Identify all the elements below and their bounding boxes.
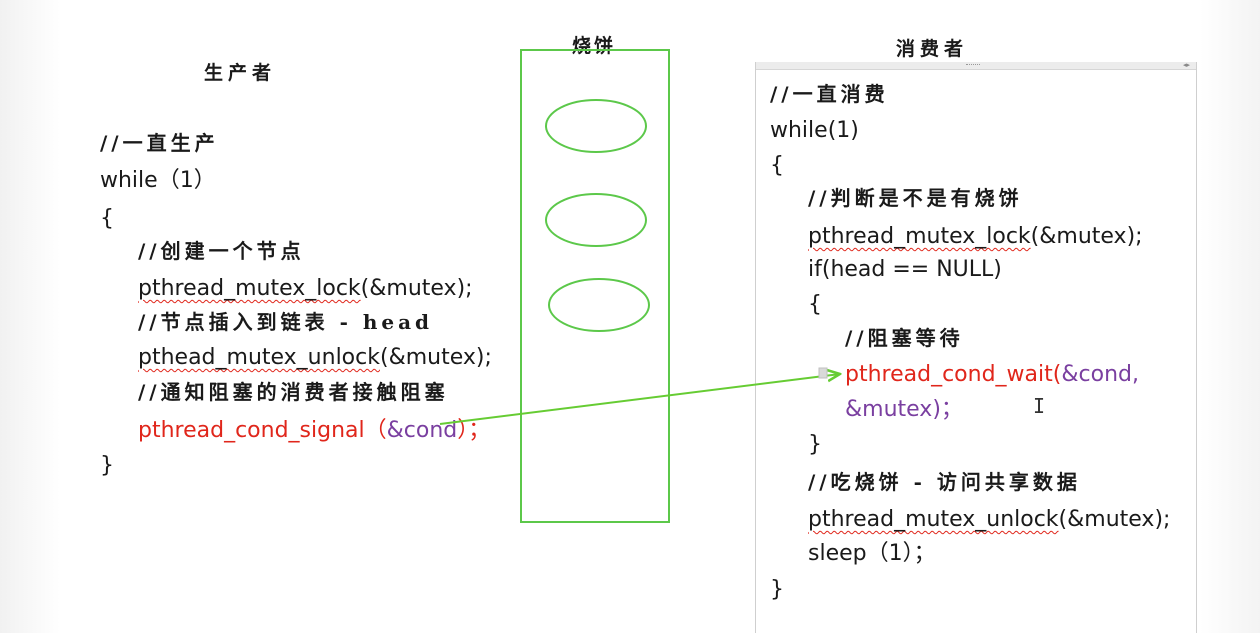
pancake-item xyxy=(548,278,650,332)
consumer-sleep: sleep（1）； xyxy=(808,541,936,566)
buffer-box xyxy=(520,49,670,523)
producer-cond-signal-paren: （ xyxy=(364,418,387,443)
consumer-mutex-lock: pthread_mutex_lock(&mutex); xyxy=(808,226,1143,248)
consumer-close-brace: } xyxy=(770,577,784,602)
consumer-if-head-null: if(head == NULL) xyxy=(808,257,1002,282)
producer-cond-signal-close: ）； xyxy=(457,418,491,443)
consumer-comment-check: //判断是不是有烧饼 xyxy=(808,186,1023,210)
grip-icon xyxy=(966,64,980,67)
producer-cond-signal-arg: &cond xyxy=(386,418,458,443)
consumer-title: 消费者 xyxy=(896,38,969,60)
consumer-cond-wait-arg: &cond, xyxy=(1061,362,1139,387)
consumer-mutex-unlock-args: (&mutex); xyxy=(1058,507,1171,532)
text-cursor-icon: I xyxy=(1033,394,1046,418)
consumer-cond-wait: pthread_cond_wait(&cond, xyxy=(845,364,1139,386)
consumer-mutex-unlock-fn: pthread_mutex_unlock xyxy=(808,507,1059,532)
buffer-title: 烧饼 xyxy=(572,35,617,57)
consumer-open-brace: { xyxy=(770,153,784,178)
producer-mutex-lock-fn: pthread_mutex_lock xyxy=(138,276,361,301)
consumer-panel: ◂▸ xyxy=(755,62,1197,633)
producer-cond-signal-fn: pthread_cond_signal xyxy=(138,418,365,443)
producer-open-brace: { xyxy=(100,206,114,231)
panel-arrows-icon: ◂▸ xyxy=(1182,61,1190,69)
consumer-if-open-brace: { xyxy=(808,292,822,317)
pancake-list xyxy=(545,99,650,332)
producer-mutex-lock-args: (&mutex); xyxy=(360,276,473,301)
consumer-cond-wait-mutex: &mutex)； xyxy=(845,397,963,422)
pancake-item xyxy=(545,99,647,153)
producer-mutex-lock: pthread_mutex_lock(&mutex); xyxy=(138,278,473,300)
consumer-mutex-lock-fn: pthread_mutex_lock xyxy=(808,224,1031,249)
consumer-while: while(1) xyxy=(770,118,859,143)
consumer-if-close-brace: } xyxy=(808,432,822,457)
producer-mutex-unlock-fn: pthead_mutex_unlock xyxy=(138,345,380,370)
producer-comment-notify: //通知阻塞的消费者接触阻塞 xyxy=(138,380,449,404)
consumer-comment-wait: //阻塞等待 xyxy=(845,326,964,350)
pancake-item xyxy=(545,193,647,247)
signal-arrow xyxy=(439,374,840,425)
consumer-mutex-unlock: pthread_mutex_unlock(&mutex); xyxy=(808,509,1170,531)
producer-cond-signal: pthread_cond_signal（&cond）； xyxy=(138,420,490,442)
producer-title: 生产者 xyxy=(204,62,277,84)
consumer-mutex-lock-args: (&mutex); xyxy=(1030,224,1143,249)
producer-while: while（1） xyxy=(100,168,216,193)
producer-mutex-unlock-args: (&mutex); xyxy=(379,345,492,370)
panel-title-bar: ◂▸ xyxy=(756,62,1196,70)
arrow-anchor-marker xyxy=(818,367,828,379)
producer-comment-insert: //节点插入到链表 - head xyxy=(138,310,434,334)
consumer-comment-eat: //吃烧饼 - 访问共享数据 xyxy=(808,470,1081,494)
producer-comment-loop: //一直生产 xyxy=(100,131,219,155)
producer-close-brace: } xyxy=(100,453,114,478)
producer-mutex-unlock: pthead_mutex_unlock(&mutex); xyxy=(138,347,492,369)
consumer-comment-loop: //一直消费 xyxy=(770,82,889,106)
consumer-cond-wait-paren: ( xyxy=(1052,362,1062,387)
producer-comment-create-node: //创建一个节点 xyxy=(138,239,305,263)
consumer-cond-wait-fn: pthread_cond_wait xyxy=(845,362,1053,387)
